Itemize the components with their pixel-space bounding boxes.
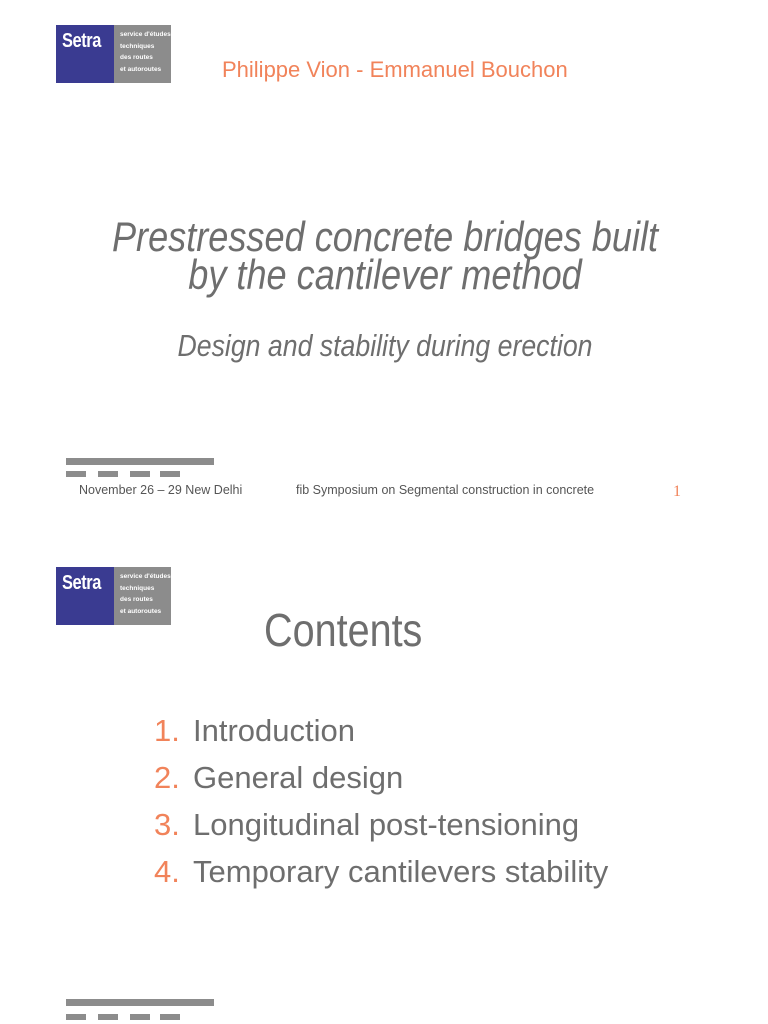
- footer-dash: [130, 471, 150, 477]
- footer-dash: [98, 1014, 118, 1020]
- contents-item: 2. General design: [154, 760, 608, 807]
- contents-item: 4. Temporary cantilevers stability: [154, 854, 608, 901]
- footer-divider-bar: [66, 999, 214, 1006]
- slide-title-line-2: by the cantilever method: [188, 251, 582, 298]
- authors: Philippe Vion - Emmanuel Bouchon: [222, 57, 568, 82]
- logo-word: Setra: [62, 30, 101, 52]
- footer-dash: [98, 471, 118, 477]
- footer-dashes: [66, 471, 182, 477]
- logo-line: service d'études: [120, 573, 171, 580]
- contents-item-number: 2.: [154, 760, 180, 795]
- slide-subtitle: Design and stability during erection: [177, 328, 593, 363]
- footer-dash: [160, 1014, 180, 1020]
- footer-dash: [130, 1014, 150, 1020]
- logo-blue-block: Setra: [56, 567, 114, 625]
- logo-line: et autoroutes: [120, 65, 162, 73]
- footer-dash: [66, 471, 86, 477]
- logo-grey-block: service d'études techniques des routes e…: [114, 25, 171, 83]
- footer-dash: [66, 1014, 86, 1020]
- contents-item-number: 3.: [154, 807, 180, 842]
- setra-logo: Setra service d'études techniques des ro…: [56, 567, 171, 625]
- logo-word: Setra: [62, 572, 101, 594]
- logo-blue-block: Setra: [56, 25, 114, 83]
- footer-date-location: November 26 – 29 New Delhi: [79, 483, 243, 497]
- contents-item-label: Introduction: [193, 713, 355, 748]
- contents-item-number: 4.: [154, 854, 180, 889]
- slide-title-line-1: Prestressed concrete bridges built: [111, 213, 659, 260]
- contents-item-label: Temporary cantilevers stability: [193, 854, 609, 889]
- contents-item-number: 1.: [154, 713, 180, 748]
- footer-event: fib Symposium on Segmental construction …: [296, 483, 595, 497]
- contents-item: 1. Introduction: [154, 713, 608, 760]
- footer-dashes: [66, 1014, 182, 1020]
- contents-title: Contents: [264, 604, 423, 656]
- logo-line: techniques: [120, 42, 155, 50]
- logo-line: des routes: [120, 54, 153, 61]
- page-number: 1: [673, 483, 681, 500]
- setra-logo: Setra service d'études techniques des ro…: [56, 25, 171, 83]
- contents-item-label: General design: [193, 760, 404, 795]
- contents-item: 3. Longitudinal post-tensioning: [154, 807, 608, 854]
- contents-item-label: Longitudinal post-tensioning: [193, 807, 580, 842]
- contents-list: 1. Introduction 2. General design 3. Lon…: [154, 713, 608, 901]
- logo-line: techniques: [120, 584, 155, 592]
- logo-line: des routes: [120, 596, 153, 603]
- slide-2: Setra service d'études techniques des ro…: [0, 540, 768, 1024]
- slide-1: Setra service d'études techniques des ro…: [56, 25, 681, 500]
- logo-line: service d'études: [120, 31, 171, 38]
- footer-divider-bar: [66, 458, 214, 465]
- logo-line: et autoroutes: [120, 607, 162, 615]
- slide-title: Prestressed concrete bridges built by th…: [88, 213, 681, 298]
- logo-grey-block: service d'études techniques des routes e…: [114, 567, 171, 625]
- footer-dash: [160, 471, 180, 477]
